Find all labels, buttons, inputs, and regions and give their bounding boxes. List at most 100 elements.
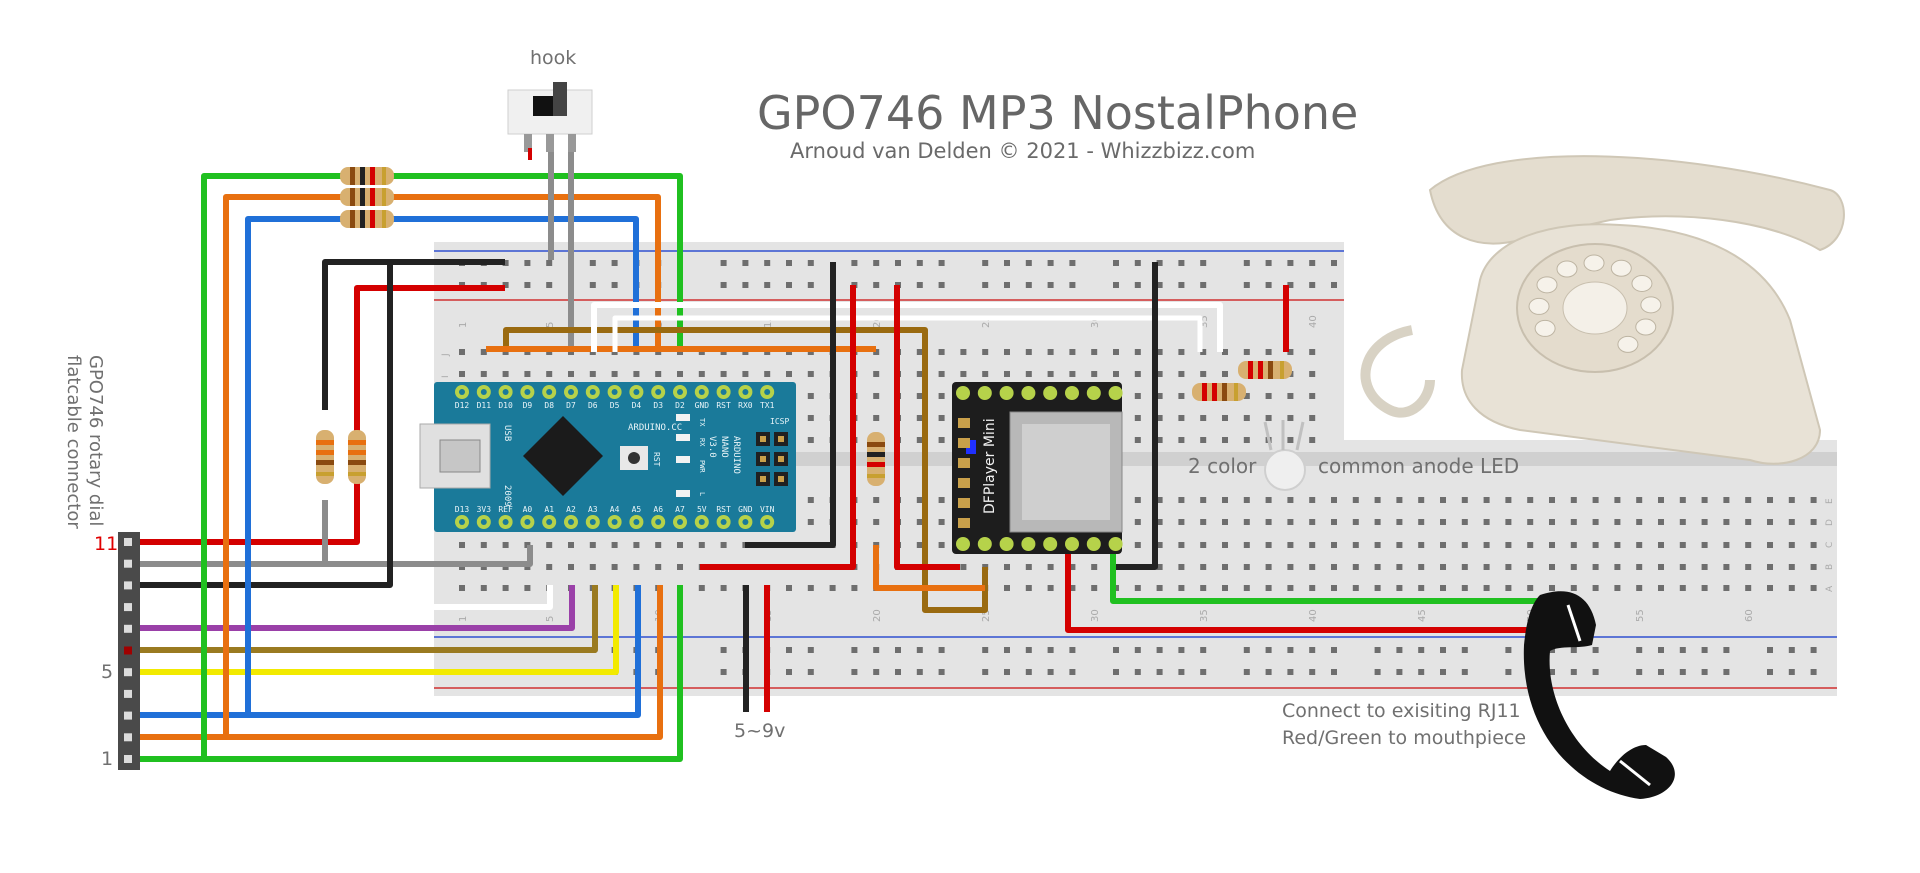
led-label-part2: common anode LED [1318, 454, 1520, 478]
nano-pin-hole [502, 389, 509, 395]
breadboard-hole [1658, 585, 1664, 591]
dial-hole [1583, 254, 1605, 272]
row-letter: B [1825, 564, 1835, 570]
breadboard-hole [1440, 542, 1446, 548]
breadboard-hole [916, 542, 923, 548]
nano-pin-label: D3 [653, 401, 663, 410]
nano-pin-label: 3V3 [477, 505, 492, 514]
breadboard-hole [1200, 585, 1207, 591]
breadboard-hole [1178, 564, 1185, 570]
breadboard-hole [1287, 669, 1294, 675]
hook-switch-label: hook [530, 47, 577, 69]
breadboard-hole [938, 282, 945, 288]
breadboard-hole [1178, 437, 1185, 443]
breadboard-hole [1701, 564, 1708, 570]
connector-label-line2: flatcable connector [63, 355, 84, 529]
breadboard-hole [1025, 669, 1032, 675]
breadboard-hole [938, 647, 945, 653]
row-letter: J [441, 353, 451, 357]
breadboard-hole [1810, 542, 1817, 548]
breadboard-hole [1374, 542, 1381, 548]
breadboard-hole [873, 371, 880, 377]
breadboard-hole [1440, 669, 1446, 675]
breadboard-hole [1243, 282, 1250, 288]
row-letter: C [1825, 542, 1835, 548]
dial-hole [1631, 274, 1653, 292]
breadboard-hole [1767, 519, 1773, 525]
nano-year: 2009 [502, 485, 512, 507]
breadboard-hole [1331, 497, 1337, 503]
breadboard-hole [742, 260, 749, 266]
column-number: 45 [1417, 609, 1428, 622]
breadboard-hole [1701, 542, 1708, 548]
breadboard-hole [1178, 260, 1185, 266]
nano-pin-hole [546, 519, 553, 525]
breadboard-hole [1745, 519, 1752, 525]
icsp-pin-core [778, 476, 784, 482]
breadboard-hole [1178, 415, 1185, 421]
breadboard-hole [1309, 415, 1316, 421]
breadboard-hole [1331, 647, 1337, 653]
breadboard-hole [1352, 519, 1359, 525]
breadboard-hole [1418, 585, 1425, 591]
breadboard-hole [764, 282, 771, 288]
nano-pin-hole [764, 389, 771, 395]
nano-pin-hole [480, 519, 487, 525]
breadboard-hole [1243, 437, 1250, 443]
breadboard-hole [1788, 585, 1795, 591]
nano-pin-hole [480, 389, 487, 395]
hook-switch [507, 82, 593, 160]
connector-pin-5-label: 5 [101, 661, 114, 683]
nano-pin-label: GND [695, 401, 710, 410]
breadboard-hole [1374, 564, 1381, 570]
connector-pin [124, 603, 132, 612]
breadboard-hole [873, 647, 880, 653]
breadboard-hole [851, 260, 858, 266]
breadboard-hole [1178, 585, 1185, 591]
wire-white-2 [612, 315, 1203, 352]
breadboard-hole [851, 585, 858, 591]
breadboard-hole [1461, 497, 1468, 503]
nano-pin-hole [611, 389, 618, 395]
row-letter: E [1825, 498, 1835, 504]
breadboard-hole [459, 349, 465, 355]
breadboard-hole [895, 647, 901, 653]
dial-hole [1536, 276, 1558, 294]
breadboard-hole [1679, 519, 1686, 525]
breadboard-hole [1200, 564, 1207, 570]
breadboard-hole [916, 393, 923, 399]
breadboard-hole [1440, 497, 1446, 503]
page-subtitle: Arnoud van Delden © 2021 - Whizzbizz.com [790, 139, 1256, 163]
breadboard-hole [1658, 669, 1664, 675]
breadboard-hole [524, 260, 531, 266]
breadboard-hole [1527, 542, 1534, 548]
wire-gray-pin10 [130, 545, 533, 567]
breadboard-hole [1788, 669, 1795, 675]
breadboard-hole [1265, 260, 1272, 266]
breadboard-hole [1374, 585, 1381, 591]
nano-pin-label: A6 [653, 505, 663, 514]
nano-pin-label: D5 [610, 401, 620, 410]
resistor-h1 [340, 167, 394, 185]
dfplayer-pin-bottom [956, 537, 970, 551]
nano-pin-label: A4 [610, 505, 620, 514]
led-tx [676, 414, 690, 421]
breadboard-hole [1418, 669, 1425, 675]
breadboard-hole [1091, 564, 1098, 570]
breadboard-hole [851, 669, 858, 675]
wire-red-handset [1065, 545, 1552, 633]
nano-pins [455, 385, 775, 529]
dfplayer-pin-top [1065, 386, 1079, 400]
column-number: 40 [1308, 315, 1319, 328]
breadboard-hole [1025, 260, 1032, 266]
breadboard-hole [720, 585, 727, 591]
breadboard-hole [1505, 564, 1512, 570]
breadboard-hole [611, 564, 618, 570]
nano-pwr-label: PWR [698, 460, 706, 473]
breadboard-hole [1767, 585, 1773, 591]
breadboard-hole [1679, 497, 1686, 503]
breadboard-hole [807, 393, 814, 399]
breadboard-hole [916, 497, 923, 503]
breadboard-hole [720, 371, 727, 377]
breadboard-hole [982, 260, 989, 266]
